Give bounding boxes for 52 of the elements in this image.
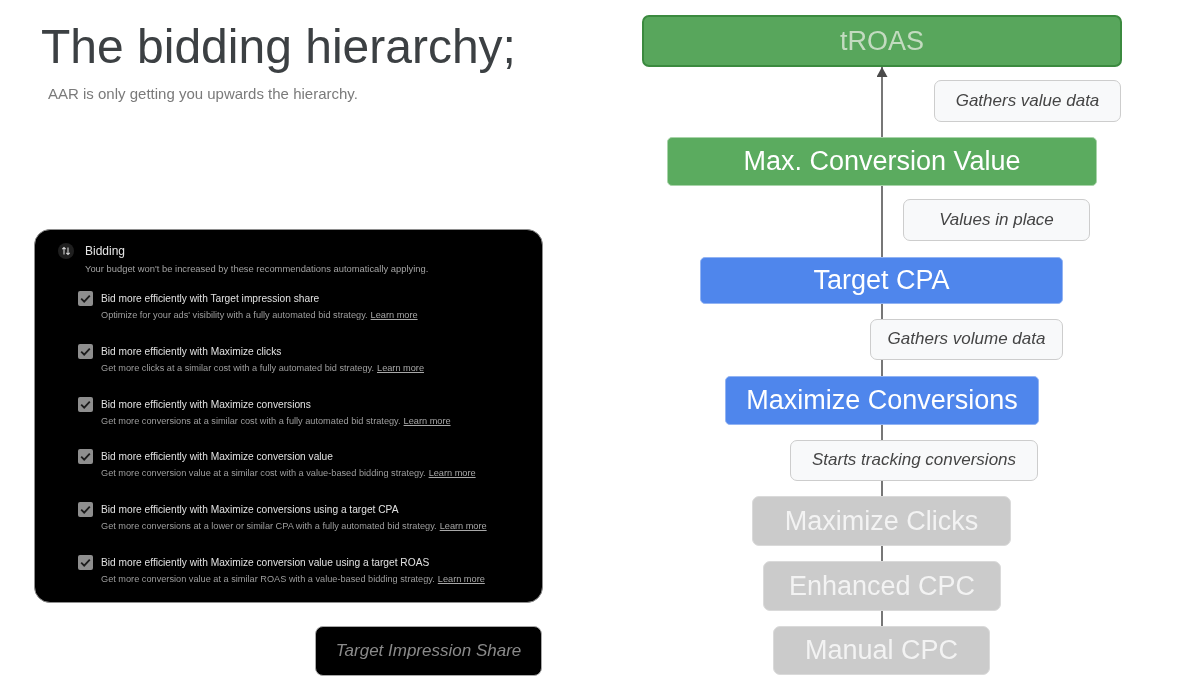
learn-more-link: Learn more <box>403 415 451 426</box>
connector-line <box>881 610 883 627</box>
connector-line <box>881 545 883 562</box>
note-text: Gathers value data <box>955 90 1100 112</box>
recommendation-title: Bid more efficiently with Maximize clicks <box>101 345 282 358</box>
learn-more-link: Learn more <box>428 468 476 479</box>
recommendation-title: Bid more efficiently with Maximize conversions <box>101 398 311 411</box>
recommendation-description: Get more clicks at a similar cost with a fully automated bid strategy. <box>101 362 374 373</box>
note-box <box>870 319 1063 360</box>
strategy-box <box>725 376 1039 425</box>
connector-line <box>881 303 883 320</box>
strategy-label: Maximize Conversions <box>746 384 1018 417</box>
connector-line <box>881 359 883 377</box>
recommendation-title: Bid more efficiently with Target impression share <box>101 293 320 305</box>
recommendations-panel <box>34 229 543 603</box>
strategy-box <box>763 561 1001 611</box>
panel-subtitle: Your budget won't be increased by these recommendations automatically applying. <box>85 263 429 275</box>
strategy-box <box>773 626 990 675</box>
recommendation-description: Get more conversion value at a similar ROAS with a value-based bidding strategy. <box>101 574 435 584</box>
recommendation-description: Get more conversion value at a similar cost with a value-based bidding strategy. <box>101 468 426 479</box>
learn-more-link: Learn more <box>377 362 424 373</box>
panel-heading: Bidding <box>85 244 126 258</box>
strategy-label: Max. Conversion Value <box>743 145 1021 178</box>
recommendation-title: Bid more efficiently with Maximize conversion value using a target ROAS <box>101 557 430 569</box>
recommendation-description: Get more conversions at a similar cost with a fully automated bid strategy. <box>101 415 401 426</box>
recommendation-description: Get more conversions at a lower or similar CPA with a fully automated bid strategy. <box>101 521 437 532</box>
note-text: Values in place <box>939 209 1054 231</box>
arrow <box>876 66 888 138</box>
note-text: Gathers volume data <box>887 329 1046 350</box>
page-title: The bidding hierarchy; <box>41 19 516 75</box>
learn-more-link: Learn more <box>439 521 487 532</box>
strategy-box <box>700 257 1063 304</box>
strategy-box <box>752 496 1011 546</box>
note-box <box>903 199 1090 241</box>
recommendation-title: Bid more efficiently with Maximize conversion value <box>101 451 333 464</box>
connector-line <box>881 480 883 497</box>
note-box <box>790 440 1038 481</box>
learn-more-link: Learn more <box>370 310 418 320</box>
recommendation-title: Bid more efficiently with Maximize conversions using a target CPA <box>101 504 399 517</box>
connector-line <box>881 424 883 441</box>
strategy-box <box>642 15 1122 67</box>
strategy-label: Target CPA <box>813 264 950 297</box>
strategy-box <box>315 626 542 676</box>
note-box <box>934 80 1121 122</box>
learn-more-link: Learn more <box>437 574 485 584</box>
strategy-label: Target Impression Share <box>335 640 522 662</box>
connector-line <box>881 185 883 258</box>
note-text: Starts tracking conversions <box>811 450 1017 471</box>
recommendation-description: Optimize for your ads' visibility with a fully automated bid strategy. <box>101 310 368 320</box>
strategy-label: tROAS <box>840 24 924 58</box>
page-subtitle: AAR is only getting you upwards the hierarchy. <box>48 85 358 103</box>
strategy-box <box>667 137 1097 186</box>
